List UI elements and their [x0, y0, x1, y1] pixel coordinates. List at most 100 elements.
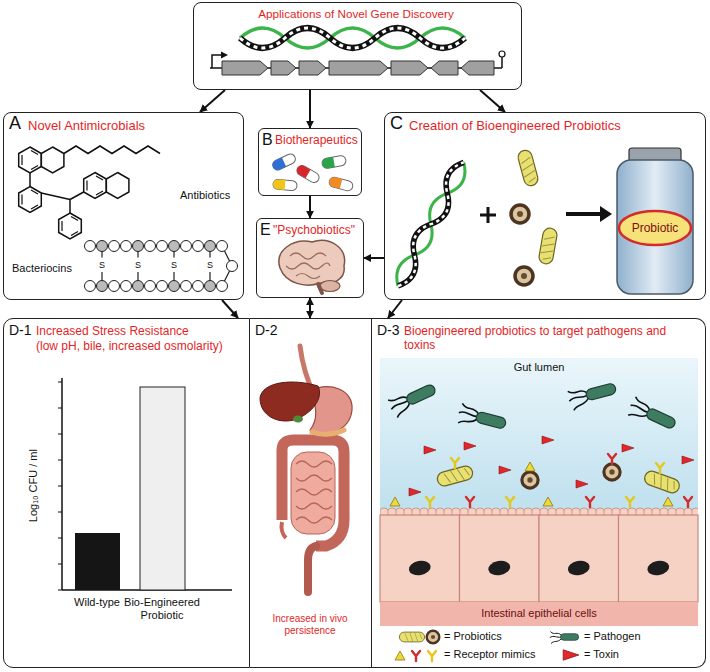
- gut-scene: [506, 497, 514, 507]
- brain-illustration: [318, 284, 322, 293]
- dna-helix: [240, 28, 465, 48]
- panel-title: Creation of Bioengineered Probiotics: [409, 118, 621, 134]
- bacteriocin-peptide: [193, 241, 204, 252]
- dna-helix: [240, 28, 465, 48]
- probiotic-engineering: [515, 267, 533, 285]
- gut-scene: [424, 446, 436, 454]
- bacteriocin-peptide: [193, 281, 204, 292]
- digestive-organs: [308, 546, 316, 592]
- legend-icon: [560, 647, 582, 663]
- digestive-organs: [260, 346, 352, 592]
- antibiotic-structure: [62, 217, 78, 236]
- gut-scene: [499, 466, 511, 474]
- bacteriocin-peptide: [85, 241, 238, 292]
- probiotic-engineering: [480, 207, 496, 223]
- bacteriocin-peptide: [227, 261, 238, 272]
- axis-title: Log₁₀ CFU / ml: [27, 436, 40, 536]
- panel-title: Increased Stress Resistance: [36, 324, 189, 338]
- pills-illustration: [271, 157, 286, 171]
- brain-illustration: [279, 240, 345, 285]
- connector-arrow: [309, 90, 311, 128]
- bacteriocin-peptide: [145, 241, 156, 252]
- legend-icon: [548, 629, 582, 645]
- biotherapeutics-box: BBiotherapeutics: [258, 128, 362, 196]
- bar-chart: [58, 378, 232, 590]
- gut-scene: [525, 462, 535, 471]
- antibiotic-structure: [41, 147, 64, 173]
- panel-title: "Psychobiotics": [273, 223, 355, 237]
- gene-cluster: [210, 51, 505, 75]
- connector-arrow: [309, 298, 311, 318]
- antibiotic-structure: [64, 146, 160, 154]
- bacteriocin-peptide: [181, 281, 192, 292]
- sulfur-bridge: S: [206, 260, 215, 271]
- source-panel: Applications of Novel Gene Discovery: [193, 2, 522, 90]
- bacteriocin-peptide: [97, 241, 108, 252]
- pills-illustration: [271, 152, 297, 171]
- gut-scene: [567, 559, 591, 577]
- pills-illustration: [328, 176, 354, 192]
- dna-helix: [240, 28, 465, 48]
- gut-scene: [522, 472, 538, 488]
- connector-arrow: [480, 90, 505, 112]
- antibiotic-structure: [41, 193, 70, 200]
- legend-item: = Toxin: [560, 647, 619, 663]
- antimicrobials-panel: ANovel AntimicrobialsAntibioticsBacterio…: [3, 112, 244, 300]
- sulfur-bridge: S: [134, 260, 143, 271]
- probiotics-panel: CCreation of Bioengineered ProbioticsPro…: [384, 112, 706, 300]
- antibiotic-structure: [29, 173, 31, 187]
- antibiotic-structure: [22, 151, 38, 170]
- digestive-organs: [296, 461, 332, 523]
- bacteriocin-peptide: [205, 241, 216, 252]
- legend-item: = Receptor mimics: [392, 647, 535, 663]
- digestive-organs: [293, 416, 303, 423]
- gene-cluster: [501, 57, 503, 68]
- legend-icon-part: [427, 631, 440, 644]
- bacteriocin-peptide: [145, 281, 156, 292]
- gut-scene: [586, 497, 594, 507]
- pills-illustration: [271, 152, 297, 171]
- legend-icon: [392, 647, 442, 663]
- gut-scene: [619, 515, 699, 602]
- gut-scene: [646, 559, 670, 577]
- legend-text: = Probiotics: [444, 630, 502, 643]
- panel-title: Biotherapeutics: [275, 133, 358, 147]
- gut-scene: [426, 497, 434, 507]
- legend-icon-part: [395, 651, 405, 660]
- gut-scene: [622, 444, 634, 452]
- probiotic-engineering: [391, 159, 471, 290]
- caption: Increased in vivo persistence: [252, 613, 368, 637]
- psychobiotics-box: E"Psychobiotics": [256, 218, 364, 298]
- gut-scene: [539, 515, 619, 602]
- gene-cluster: [431, 61, 458, 75]
- panel-subtitle: (low pH, bile, increased osmolarity): [36, 339, 223, 353]
- sulfur-bridge: S: [98, 260, 107, 271]
- pills-illustration: [321, 155, 346, 169]
- legend-icon-part: [412, 651, 420, 661]
- connector-arrow: [309, 196, 311, 218]
- pills-illustration: [295, 164, 321, 185]
- legend-icon-part: [550, 632, 579, 644]
- bacteriocin-peptide: [157, 241, 168, 252]
- antibiotic-structure: [22, 190, 38, 209]
- panel-letter: D-2: [255, 322, 278, 339]
- pills-illustration: [273, 179, 298, 191]
- bacteriocin-peptide: [97, 281, 108, 292]
- antibiotic-structure: [19, 146, 160, 239]
- probiotic-engineering: [391, 159, 471, 290]
- structure-label: Bacteriocins: [12, 262, 72, 275]
- bacteriocin-peptide: [133, 241, 144, 252]
- connector-arrow: [364, 257, 384, 259]
- bar-chart: [61, 378, 63, 590]
- antibiotic-structure: [87, 176, 103, 195]
- probiotic-engineering: [566, 212, 601, 216]
- gene-cluster: [391, 61, 428, 75]
- antibiotic-structure: [19, 187, 42, 213]
- legend-text: = Pathogen: [584, 630, 641, 643]
- gut-scene: [456, 403, 508, 435]
- gut-scene: [409, 488, 421, 496]
- panel-letter: C: [390, 113, 403, 135]
- gut-scene: [487, 559, 511, 577]
- pills-illustration: [273, 179, 286, 190]
- pills-illustration: [295, 164, 321, 185]
